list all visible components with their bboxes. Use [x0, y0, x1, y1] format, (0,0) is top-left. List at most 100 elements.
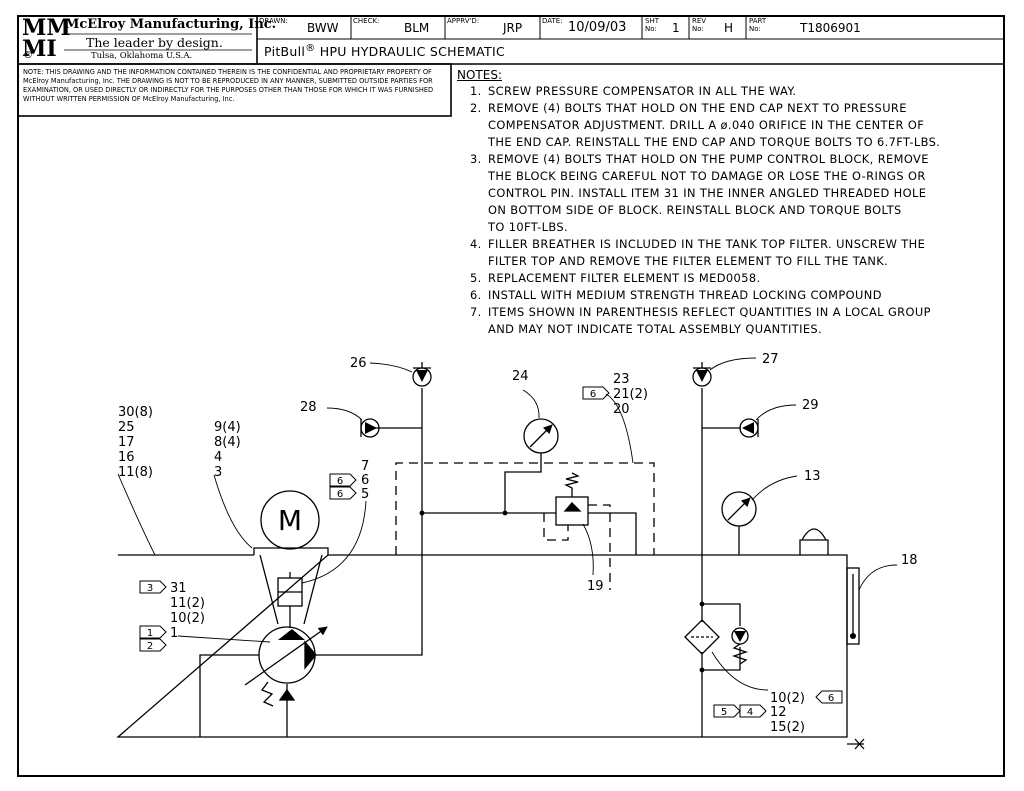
item-29: 29 — [802, 398, 819, 413]
flag-1b-text: 2 — [147, 641, 153, 652]
note-number: 1. — [470, 84, 482, 98]
drawn-label: DRAWN: — [259, 17, 288, 25]
note-flag-10b — [815, 690, 843, 704]
part-label: PART — [749, 17, 767, 25]
rev-label: REV — [692, 17, 707, 25]
pump-outlet-triangle — [278, 629, 305, 640]
note-number: 7. — [470, 305, 482, 319]
filler-breather — [799, 528, 829, 555]
item-5: 5 — [361, 487, 369, 502]
item-1: 1 — [170, 626, 178, 641]
logo-registered: ® — [23, 50, 33, 61]
note-number: 5. — [470, 271, 482, 285]
note-line: ITEMS SHOWN IN PARENTHESIS REFLECT QUANT… — [488, 305, 931, 319]
note-line: THE BLOCK BEING CAREFUL NOT TO DAMAGE OR… — [488, 169, 926, 183]
item-25: 25 — [118, 420, 135, 435]
note-line: REMOVE (4) BOLTS THAT HOLD ON THE END CA… — [488, 101, 907, 115]
flag-12b-text: 4 — [747, 707, 753, 718]
note-flag-12a — [713, 704, 741, 718]
item-27: 27 — [762, 352, 779, 367]
item-26: 26 — [350, 356, 367, 371]
company-city: Tulsa, Oklahoma U.S.A. — [91, 51, 193, 61]
note-flag-12b — [739, 704, 767, 718]
date-value: 10/09/03 — [568, 20, 627, 35]
note-flag-1b — [139, 638, 167, 652]
company-slogan: The leader by design. — [86, 35, 223, 50]
item-8: 8(4) — [214, 435, 241, 450]
logo-mm: MM — [22, 15, 71, 41]
item-19: 19 — [587, 579, 604, 594]
item-16: 16 — [118, 450, 135, 465]
sht-label: SHT — [645, 17, 659, 25]
drawing-title-product: PitBull — [264, 44, 306, 60]
date-label: DATE: — [542, 17, 563, 25]
apprvd-label: APPRV'D: — [447, 17, 480, 25]
flag-21-text: 6 — [590, 389, 596, 400]
item-10b: 10(2) — [770, 691, 805, 706]
hydraulic-schematic — [116, 357, 898, 750]
sheet-border — [17, 15, 1005, 777]
note-line: CONTROL PIN. INSTALL ITEM 31 IN THE INNE… — [488, 186, 927, 200]
note-line: REMOVE (4) BOLTS THAT HOLD ON THE PUMP C… — [488, 152, 929, 166]
item-10: 10(2) — [170, 611, 205, 626]
note-flag-1a — [139, 625, 167, 639]
note-number: 4. — [470, 237, 482, 251]
rev-value: H — [724, 21, 734, 35]
note-line: REPLACEMENT FILTER ELEMENT IS MED0058. — [488, 271, 761, 285]
flag-10b-text: 6 — [828, 693, 834, 704]
note-line: SCREW PRESSURE COMPENSATOR IN ALL THE WA… — [488, 84, 797, 98]
item-31: 31 — [170, 581, 187, 596]
note-line: ON BOTTOM SIDE OF BLOCK. REINSTALL BLOCK… — [488, 203, 902, 217]
electric-motor — [260, 490, 320, 550]
note-line: COMPENSATOR ADJUSTMENT. DRILL A ø.040 OR… — [488, 118, 925, 132]
drain-plug — [847, 738, 865, 750]
drawing-title-reg: ® — [305, 43, 316, 54]
item-11: 11(8) — [118, 465, 153, 480]
item-6: 6 — [361, 473, 369, 488]
item-28: 28 — [300, 400, 317, 415]
item-15: 15(2) — [770, 720, 805, 735]
reservoir-tank — [116, 554, 848, 738]
flag-1a-text: 1 — [147, 628, 153, 639]
flag-5-text: 6 — [337, 489, 343, 500]
flag-12a-text: 5 — [721, 707, 727, 718]
note-number: 3. — [470, 152, 482, 166]
bell-housing — [253, 547, 329, 625]
motor-letter: M — [278, 504, 302, 537]
item-9: 9(4) — [214, 420, 241, 435]
note-flag-5 — [329, 486, 357, 500]
item-11b: 11(2) — [170, 596, 205, 611]
logo-mi: MI — [22, 36, 57, 62]
note-line: FILLER BREATHER IS INCLUDED IN THE TANK … — [488, 237, 926, 251]
check-label: CHECK: — [353, 17, 380, 25]
part-label-no: No: — [749, 25, 761, 33]
note-line: THE END CAP. REINSTALL THE END CAP AND T… — [488, 135, 941, 149]
rev-label-no: No: — [692, 25, 704, 33]
check-value: BLM — [404, 21, 430, 35]
flag-6-text: 6 — [337, 476, 343, 487]
drawn-value: BWW — [307, 21, 339, 35]
item-21: 21(2) — [613, 387, 648, 402]
note-line: AND MAY NOT INDICATE TOTAL ASSEMBLY QUAN… — [488, 322, 823, 336]
note-line: FILTER TOP AND REMOVE THE FILTER ELEMENT… — [488, 254, 889, 268]
note-number: 2. — [470, 101, 482, 115]
item-12: 12 — [770, 705, 787, 720]
part-value: T1806901 — [800, 21, 861, 35]
company-name: McElroy Manufacturing, Inc. — [65, 17, 277, 32]
notes-heading: NOTES: — [457, 68, 502, 82]
sht-value: 1 — [672, 21, 680, 35]
drawing-title: PitBull® HPU HYDRAULIC SCHEMATIC — [264, 43, 505, 59]
confidential-notice: NOTE: THIS DRAWING AND THE INFORMATION C… — [23, 68, 434, 103]
sht-label-no: No: — [645, 25, 657, 33]
item-24: 24 — [512, 369, 529, 384]
note-line: INSTALL WITH MEDIUM STRENGTH THREAD LOCK… — [488, 288, 882, 302]
item-20: 20 — [613, 402, 630, 417]
sight-gauge-18 — [846, 567, 860, 645]
note-number: 6. — [470, 288, 482, 302]
note-flag-21 — [582, 386, 610, 400]
confidential-box — [17, 63, 452, 117]
item-17: 17 — [118, 435, 135, 450]
item-18: 18 — [901, 553, 918, 568]
item-30: 30(8) — [118, 405, 153, 420]
